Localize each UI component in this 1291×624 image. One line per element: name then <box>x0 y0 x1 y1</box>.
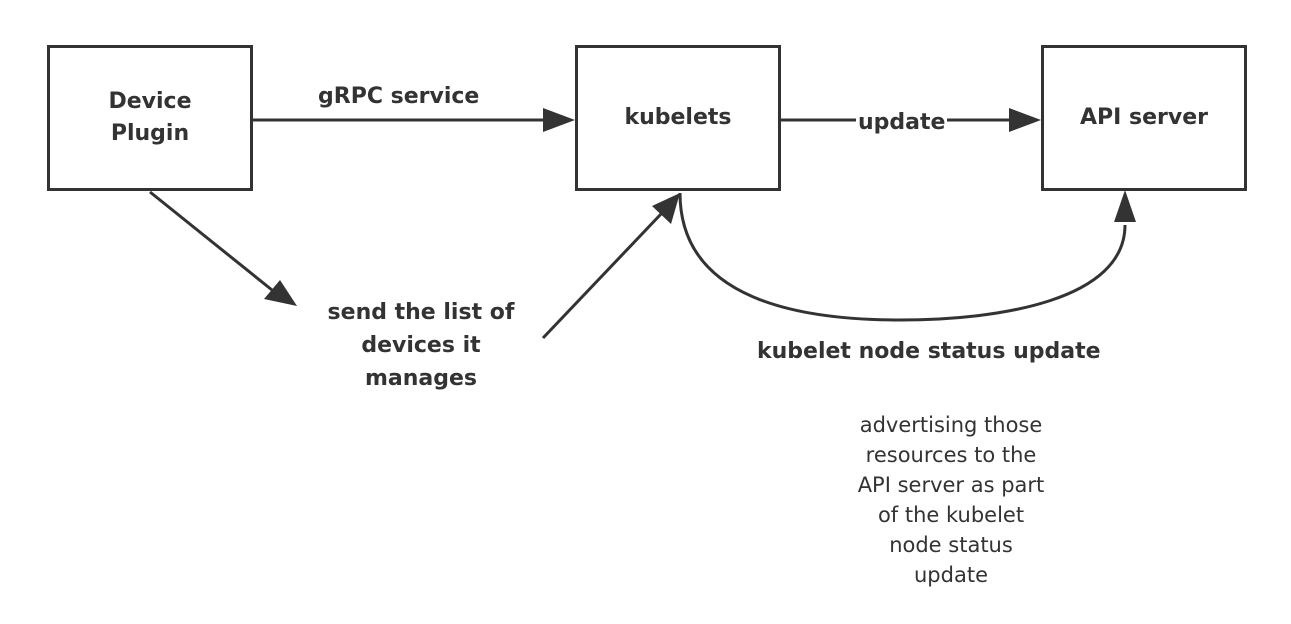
kubelets-node: kubelets <box>575 45 781 191</box>
to-kubelets-arrow <box>541 212 663 340</box>
device-plugin-label: Device Plugin <box>108 89 192 146</box>
update-arrowhead <box>1009 108 1041 132</box>
send-list-arrow <box>149 190 273 292</box>
api-server-label: API server <box>1080 105 1208 130</box>
send-list-label: send the list of devices it manages <box>327 300 515 391</box>
grpc-service-label: gRPC service <box>318 84 480 109</box>
api-server-node: API server <box>1041 45 1247 191</box>
device-plugin-node: Device Plugin <box>47 45 253 191</box>
grpc-arrowhead <box>543 108 575 132</box>
advertising-note: advertising those resources to the API s… <box>857 413 1045 587</box>
to-kubelets-arrowhead <box>652 193 680 224</box>
node-status-curve <box>678 192 1127 322</box>
update-label: update <box>856 110 948 135</box>
kubelets-label: kubelets <box>624 105 732 130</box>
node-status-arrowhead <box>1114 190 1136 222</box>
send-list-arrowhead <box>264 280 297 306</box>
node-status-update-label: kubelet node status update <box>757 339 1101 364</box>
